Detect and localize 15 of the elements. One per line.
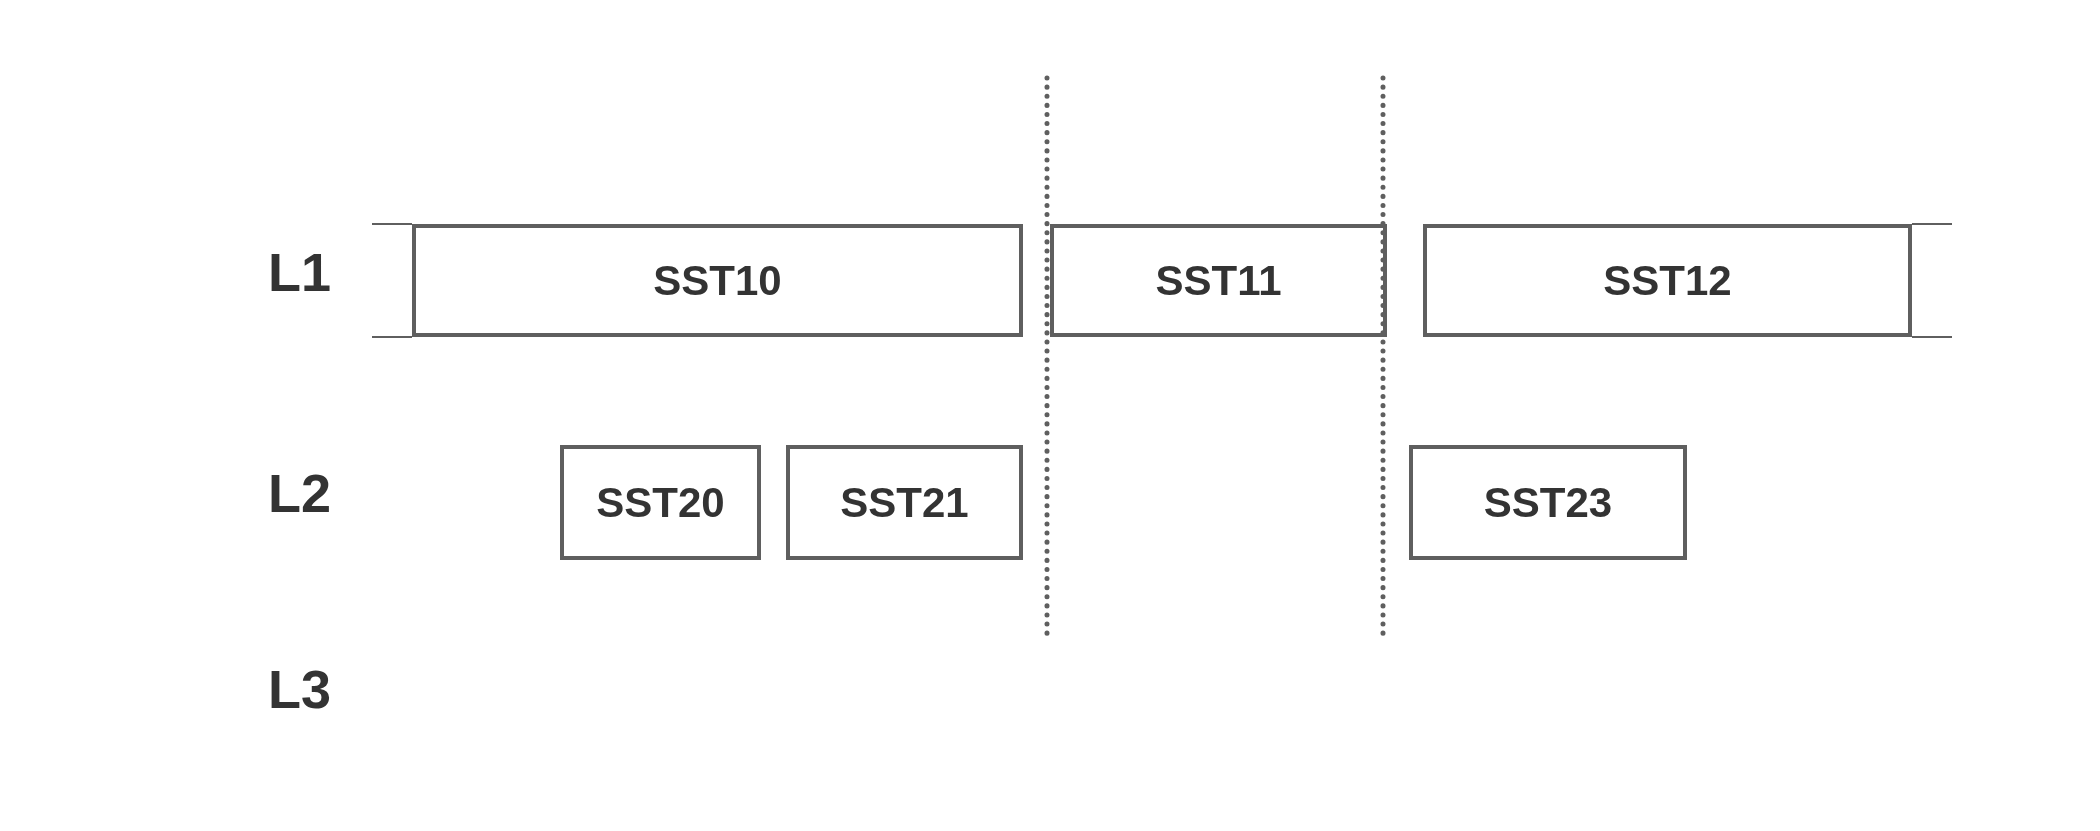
- level-label: L3: [268, 662, 332, 716]
- sstable-box: [1050, 224, 1387, 337]
- sstable-name: SST11: [1155, 256, 1282, 305]
- level-label: L1: [268, 245, 332, 299]
- level-label: L2: [268, 466, 332, 520]
- sstable-name: SST21: [840, 478, 969, 527]
- sstable-name: SST10: [653, 256, 782, 305]
- sstable-name: SST20: [596, 478, 725, 527]
- sstable-name: SST12: [1603, 256, 1732, 305]
- sstable-box: [412, 224, 1023, 337]
- sstable-box: [560, 445, 761, 560]
- sstable-box: [1409, 445, 1687, 560]
- sstable-name: SST23: [1483, 478, 1613, 527]
- sstable-box: [786, 445, 1023, 560]
- sstable-box: [1423, 224, 1912, 337]
